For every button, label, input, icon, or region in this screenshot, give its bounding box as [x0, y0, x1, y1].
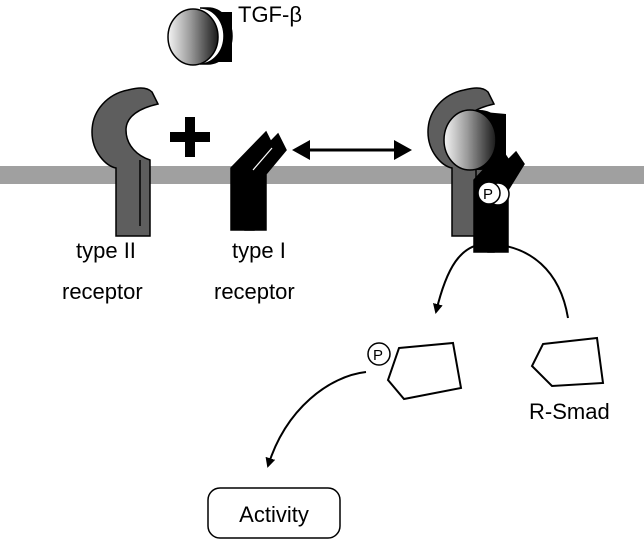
type-ii-receptor	[91, 87, 160, 237]
complex-phospho-label: P	[483, 186, 493, 203]
plus-sign	[170, 117, 210, 157]
cell-membrane	[0, 166, 644, 184]
equilibrium-arrow	[292, 140, 412, 160]
receptor-complex: P	[427, 87, 525, 253]
type-ii-label-line1: type II	[76, 238, 136, 263]
smad-phospho-label: P	[373, 347, 383, 364]
r-smad	[530, 336, 605, 388]
tgf-beta-ligand	[167, 7, 233, 66]
activity-label: Activity	[239, 502, 309, 527]
activation-arrow	[265, 371, 367, 468]
type-i-label-line1: type I	[232, 238, 286, 263]
phosphorylation-arrow	[432, 242, 569, 319]
type-i-receptor	[230, 130, 287, 231]
activity-box	[207, 487, 341, 539]
r-smad-label: R-Smad	[529, 399, 610, 424]
ligand-label: TGF-β	[238, 2, 302, 27]
phosphorylated-r-smad: P	[367, 341, 463, 401]
type-ii-label-line2: receptor	[62, 279, 143, 304]
type-i-label-line2: receptor	[214, 279, 295, 304]
